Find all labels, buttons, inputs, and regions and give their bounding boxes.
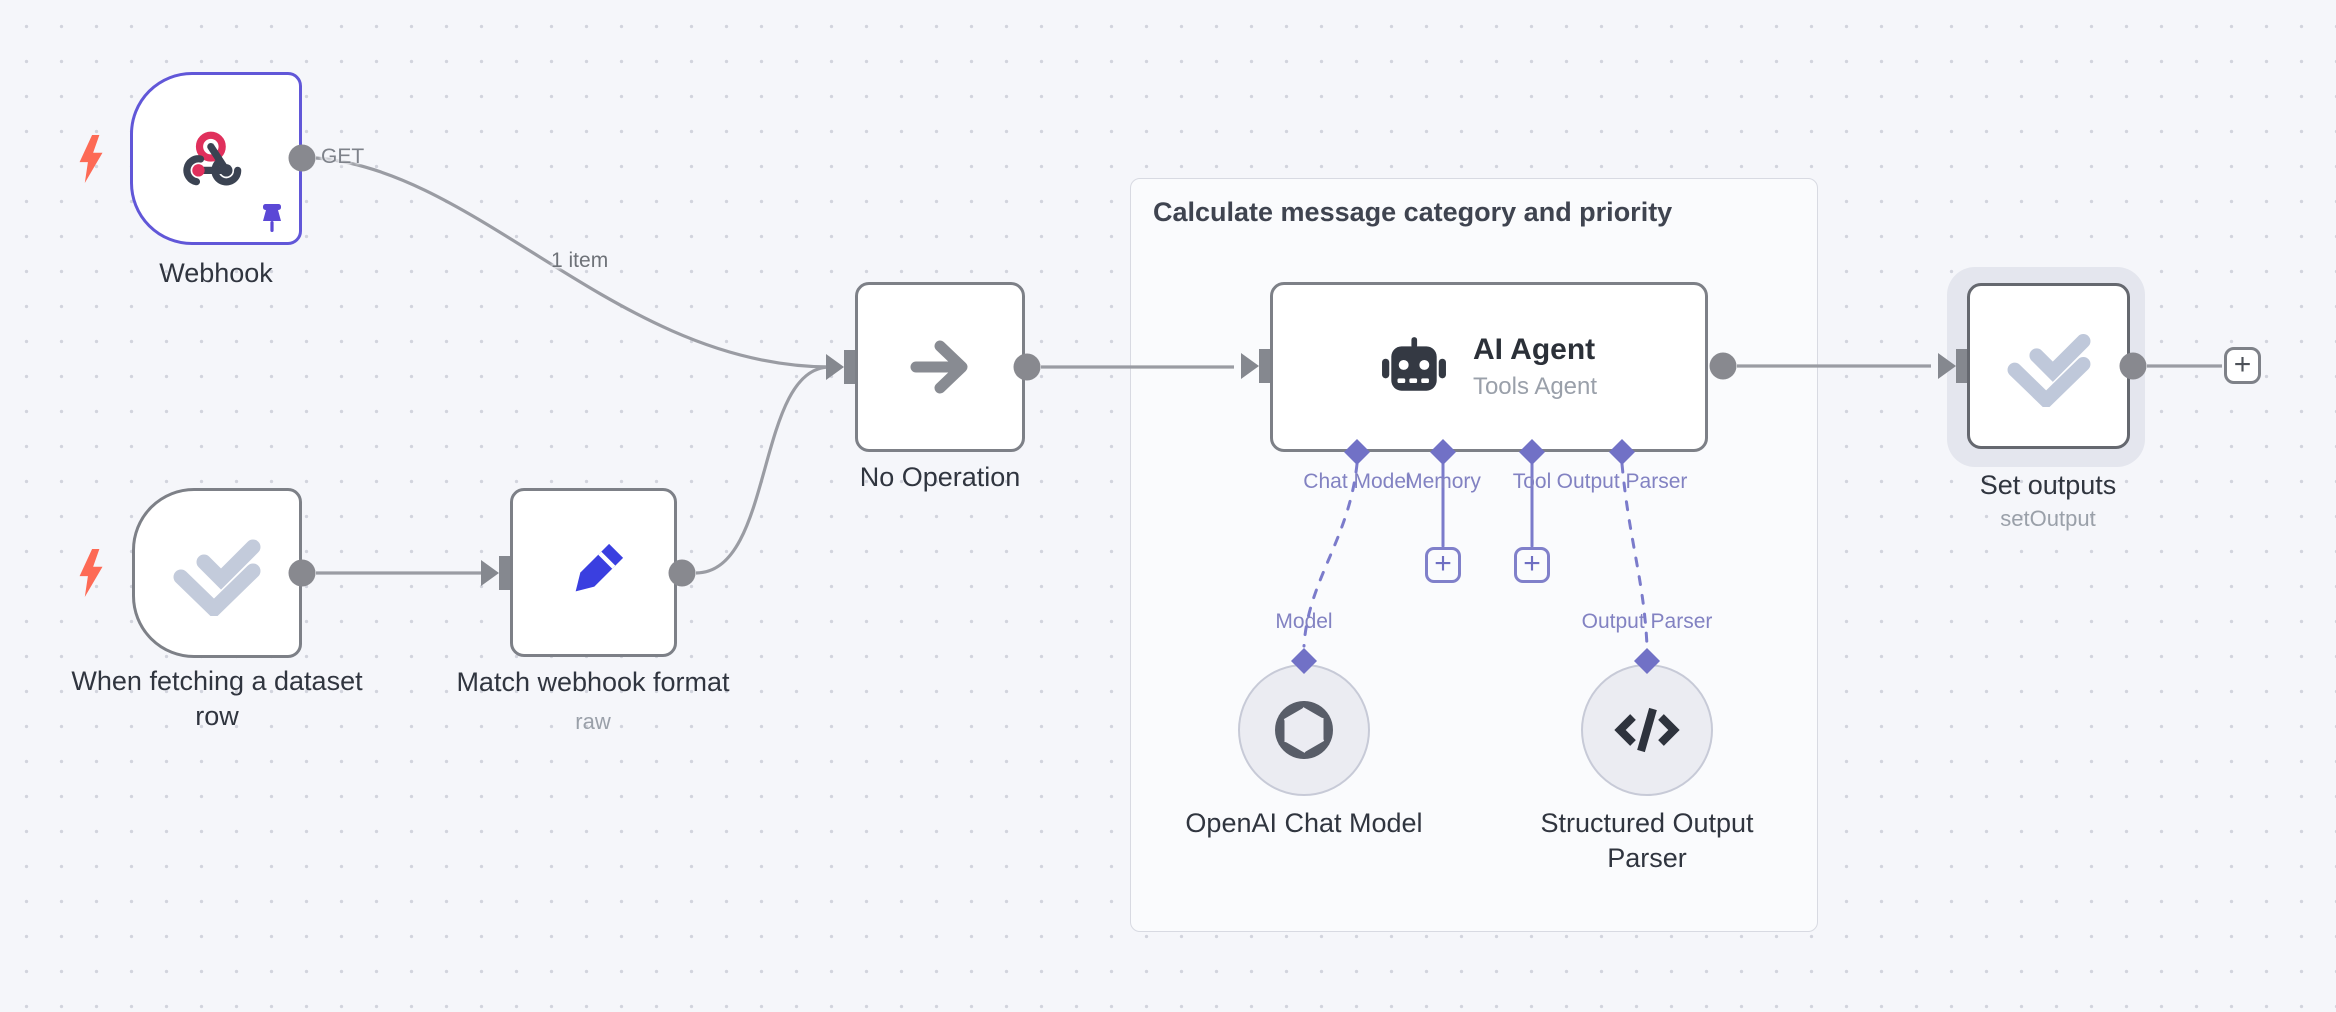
input-port-noop bbox=[826, 350, 855, 384]
pin-icon bbox=[263, 204, 281, 232]
node-set-outputs[interactable] bbox=[1967, 283, 2130, 449]
code-icon bbox=[1614, 707, 1680, 753]
node-structured-output-parser[interactable] bbox=[1581, 664, 1713, 796]
add-node-button[interactable]: + bbox=[2224, 347, 2261, 384]
plus-icon: + bbox=[2233, 347, 2252, 381]
plus-icon: + bbox=[1434, 547, 1452, 580]
double-check-icon bbox=[173, 539, 261, 616]
node-ai-agent[interactable]: AI Agent Tools Agent bbox=[1270, 282, 1708, 452]
agent-input-label-memory: Memory bbox=[1405, 470, 1481, 493]
node-label-dataset: When fetching a dataset row bbox=[71, 666, 363, 731]
plus-icon: + bbox=[1523, 547, 1541, 580]
edge-items-label: 1 item bbox=[551, 249, 609, 272]
double-check-icon bbox=[2007, 334, 2090, 407]
pencil-icon bbox=[575, 543, 623, 591]
trigger-bolt-icon bbox=[79, 135, 103, 183]
node-webhook[interactable] bbox=[130, 72, 302, 245]
agent-input-label-tool: Tool bbox=[1512, 470, 1552, 493]
node-noop[interactable] bbox=[855, 282, 1025, 452]
group-title: Calculate message category and priority bbox=[1153, 197, 1673, 227]
ai-agent-subtitle: Tools Agent bbox=[1472, 373, 1598, 400]
robot-icon bbox=[1381, 337, 1446, 391]
node-label-webhook: Webhook bbox=[159, 258, 273, 288]
openai-port-label: Model bbox=[1275, 610, 1333, 633]
node-label-parser: Structured Output Parser bbox=[1540, 808, 1754, 873]
webhook-output-label: GET bbox=[321, 145, 365, 168]
parser-port-label: Output Parser bbox=[1581, 610, 1713, 633]
node-label-noop: No Operation bbox=[859, 462, 1021, 492]
node-label-set-outputs: Set outputs bbox=[1979, 470, 2117, 500]
node-dataset-trigger[interactable] bbox=[132, 488, 302, 658]
node-label-match: Match webhook format bbox=[456, 667, 730, 697]
openai-icon bbox=[1275, 701, 1333, 759]
node-subtitle-match: raw bbox=[575, 709, 611, 734]
node-label-openai: OpenAI Chat Model bbox=[1185, 808, 1423, 838]
node-subtitle-set-outputs: setOutput bbox=[2000, 506, 2096, 531]
add-tool-button[interactable]: + bbox=[1514, 547, 1550, 583]
add-memory-button[interactable]: + bbox=[1425, 547, 1461, 583]
trigger-bolt-icon bbox=[79, 549, 103, 597]
input-port-match bbox=[481, 556, 510, 590]
agent-input-label-chat-model: Chat Model bbox=[1303, 470, 1411, 493]
node-openai-chat-model[interactable] bbox=[1238, 664, 1370, 796]
arrow-right-icon bbox=[910, 340, 968, 394]
webhook-icon bbox=[183, 131, 242, 185]
ai-agent-title: AI Agent bbox=[1472, 333, 1596, 366]
node-match-format[interactable] bbox=[510, 488, 677, 657]
agent-input-label-output-parser: Output Parser bbox=[1556, 470, 1688, 493]
